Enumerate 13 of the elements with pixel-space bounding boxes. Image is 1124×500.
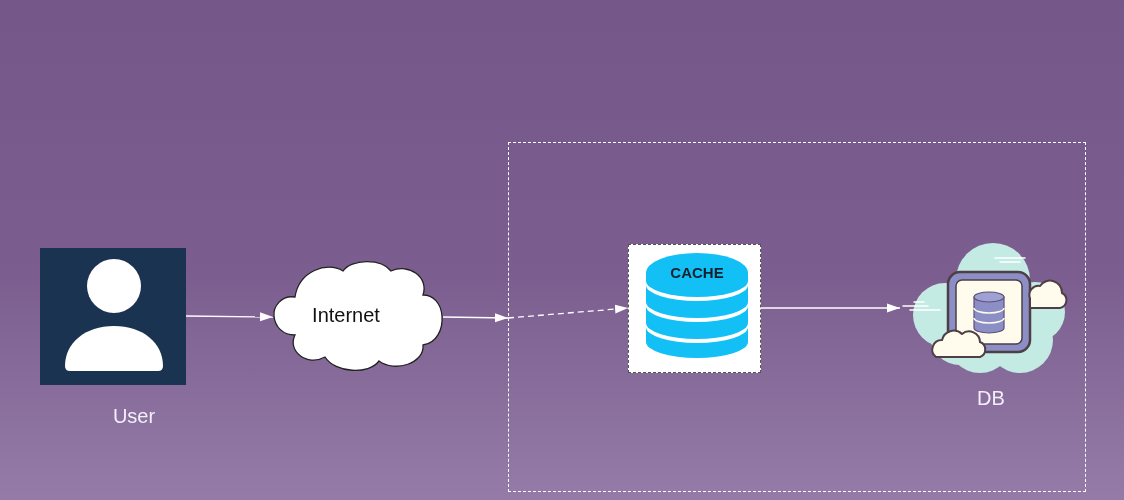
node-label: CACHE bbox=[670, 264, 724, 282]
node-caption: DB bbox=[977, 386, 1005, 410]
arrow bbox=[760, 303, 901, 313]
database-panel bbox=[628, 244, 761, 373]
cloud-database-icon bbox=[900, 240, 1070, 376]
arrow bbox=[185, 312, 274, 322]
dashed-boundary bbox=[508, 142, 1086, 492]
dashed-arrow bbox=[507, 304, 629, 319]
node-caption: User bbox=[112, 404, 156, 428]
person-icon bbox=[40, 248, 186, 385]
arrow bbox=[442, 313, 509, 323]
node-label: Internet bbox=[312, 303, 380, 327]
cloud-shape bbox=[273, 259, 443, 373]
